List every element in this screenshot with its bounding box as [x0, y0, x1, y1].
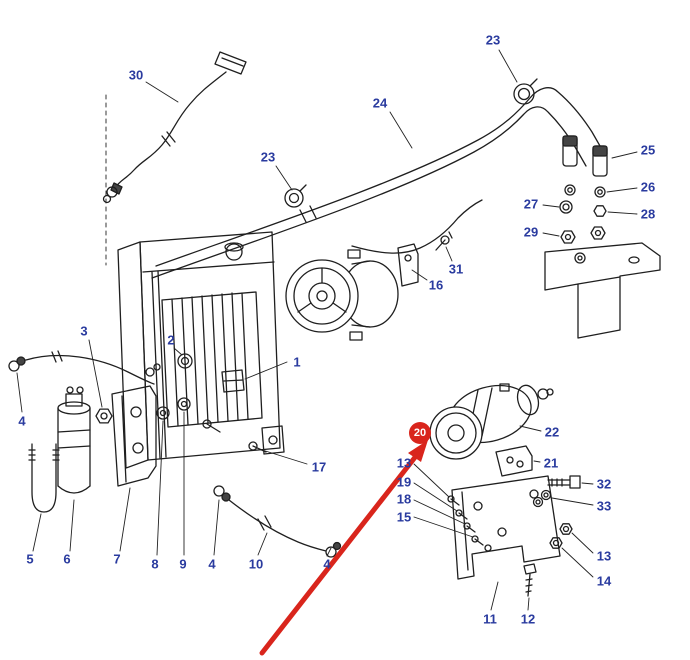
ring-9 — [177, 397, 191, 411]
callout-23-top: 23 — [485, 32, 501, 48]
bracket-7 — [111, 385, 157, 487]
callout-18: 18 — [396, 491, 412, 507]
callout-7: 7 — [113, 551, 121, 567]
pump-20-22 — [429, 383, 554, 460]
ring-2 — [177, 353, 193, 369]
callout-16: 16 — [428, 277, 444, 293]
callout-4-hose: 4 — [323, 556, 331, 572]
ac-tubes — [151, 87, 601, 279]
bracket-16 — [397, 231, 453, 287]
callout-23-mid: 23 — [260, 149, 276, 165]
callout-15: 15 — [396, 509, 412, 525]
compressor — [285, 249, 399, 341]
condenser — [117, 231, 285, 469]
ring-8 — [156, 406, 170, 420]
bolts-17 — [202, 419, 267, 453]
highlight-badge-20: 20 — [409, 422, 431, 444]
callout-13-left: 13 — [396, 455, 412, 471]
hose-10 — [213, 485, 342, 558]
washers-33 — [532, 489, 552, 508]
hose-clamp-top — [513, 78, 538, 105]
callout-27: 27 — [523, 196, 539, 212]
callout-21: 21 — [543, 455, 559, 471]
callout-33: 33 — [596, 498, 612, 514]
bolt-32 — [547, 475, 581, 489]
leader-lines — [16, 49, 638, 611]
bolt-12 — [523, 563, 537, 597]
highlight-arrow — [259, 440, 428, 656]
callout-30: 30 — [128, 67, 144, 83]
callout-5: 5 — [26, 551, 34, 567]
callout-22: 22 — [544, 424, 560, 440]
hose-4-left — [8, 350, 161, 385]
nut-3 — [95, 408, 113, 424]
u-bolt-5 — [28, 443, 60, 513]
mount-bracket-right — [544, 242, 661, 339]
callout-8: 8 — [151, 556, 159, 572]
callout-12: 12 — [520, 611, 536, 627]
callout-19: 19 — [396, 474, 412, 490]
callout-1: 1 — [293, 354, 301, 370]
fan-bolts — [447, 495, 484, 546]
bracket-21 — [495, 445, 533, 477]
callout-29: 29 — [523, 224, 539, 240]
callout-3: 3 — [80, 323, 88, 339]
receiver-drier — [57, 386, 91, 494]
callout-28: 28 — [640, 206, 656, 222]
callout-4-mid: 4 — [208, 556, 216, 572]
callout-2: 2 — [167, 332, 175, 348]
mount-plate-11 — [451, 475, 561, 580]
callout-24: 24 — [372, 95, 388, 111]
callout-25: 25 — [640, 142, 656, 158]
callout-26: 26 — [640, 179, 656, 195]
callout-9: 9 — [179, 556, 187, 572]
nuts-13-14 — [549, 523, 573, 549]
callout-13-right: 13 — [596, 548, 612, 564]
hose-clamp-mid — [284, 184, 307, 208]
callout-32: 32 — [596, 476, 612, 492]
callout-11: 11 — [483, 611, 497, 627]
callout-31: 31 — [448, 261, 464, 277]
callout-14: 14 — [596, 573, 612, 589]
callout-4-left: 4 — [18, 413, 26, 429]
callout-17: 17 — [311, 459, 327, 475]
callout-6: 6 — [63, 551, 71, 567]
hose-30 — [102, 51, 247, 204]
callout-10: 10 — [248, 556, 264, 572]
hose-end-fittings — [559, 135, 608, 244]
